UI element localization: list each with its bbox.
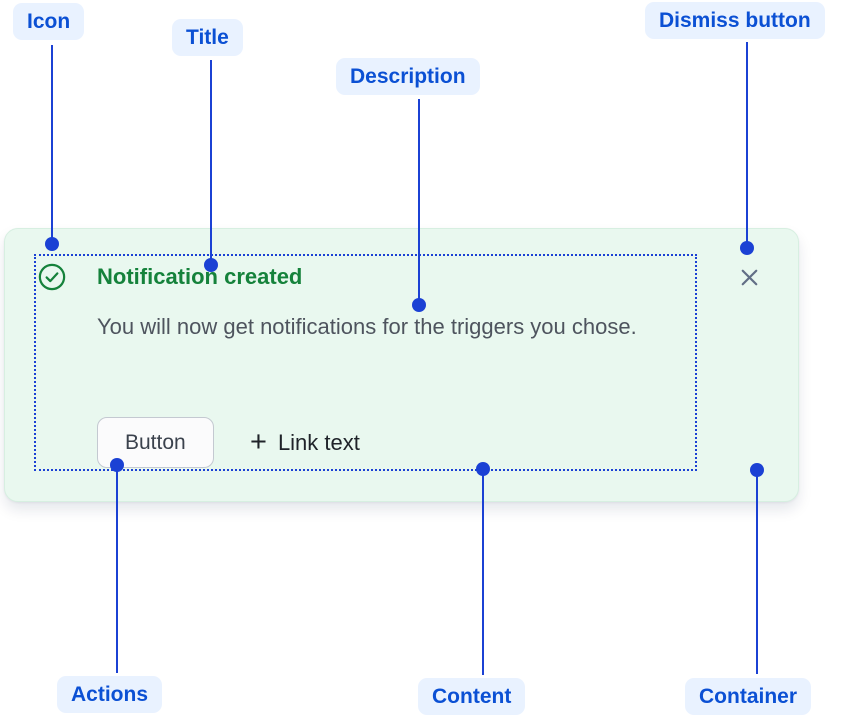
connector-line-description [418, 99, 420, 301]
annotation-label-content: Content [418, 678, 526, 715]
connector-dot-title [204, 258, 218, 272]
connector-line-actions [116, 465, 118, 673]
connector-dot-icon [45, 237, 59, 251]
content-area-outline [34, 254, 697, 471]
flag-link-label: Link text [277, 429, 360, 455]
flag-description: You will now get notifications for the t… [97, 314, 637, 339]
connector-dot-dismiss [740, 241, 754, 255]
annotation-label-description: Description [336, 58, 480, 95]
annotation-label-title: Title [172, 19, 243, 56]
connector-dot-description [412, 298, 426, 312]
annotation-label-actions: Actions [57, 676, 163, 713]
connector-line-dismiss [746, 42, 748, 244]
close-icon [737, 265, 762, 290]
flag-title: Notification created [97, 264, 303, 289]
check-circle-icon [38, 263, 66, 291]
annotation-label-icon: Icon [13, 3, 85, 40]
connector-dot-actions [110, 458, 124, 472]
connector-dot-content [476, 462, 490, 476]
flag-container: Notification created You will now get no… [4, 228, 799, 502]
connector-dot-container [750, 463, 764, 477]
plus-icon: + [250, 426, 267, 458]
connector-line-container [756, 470, 758, 674]
connector-line-content [482, 469, 484, 675]
flag-action-link[interactable]: + Link text [250, 417, 360, 468]
annotation-label-container: Container [685, 678, 812, 715]
connector-line-icon [51, 45, 53, 240]
annotation-label-dismiss-button: Dismiss button [645, 2, 825, 39]
connector-line-title [210, 60, 212, 261]
dismiss-button[interactable] [733, 261, 765, 293]
